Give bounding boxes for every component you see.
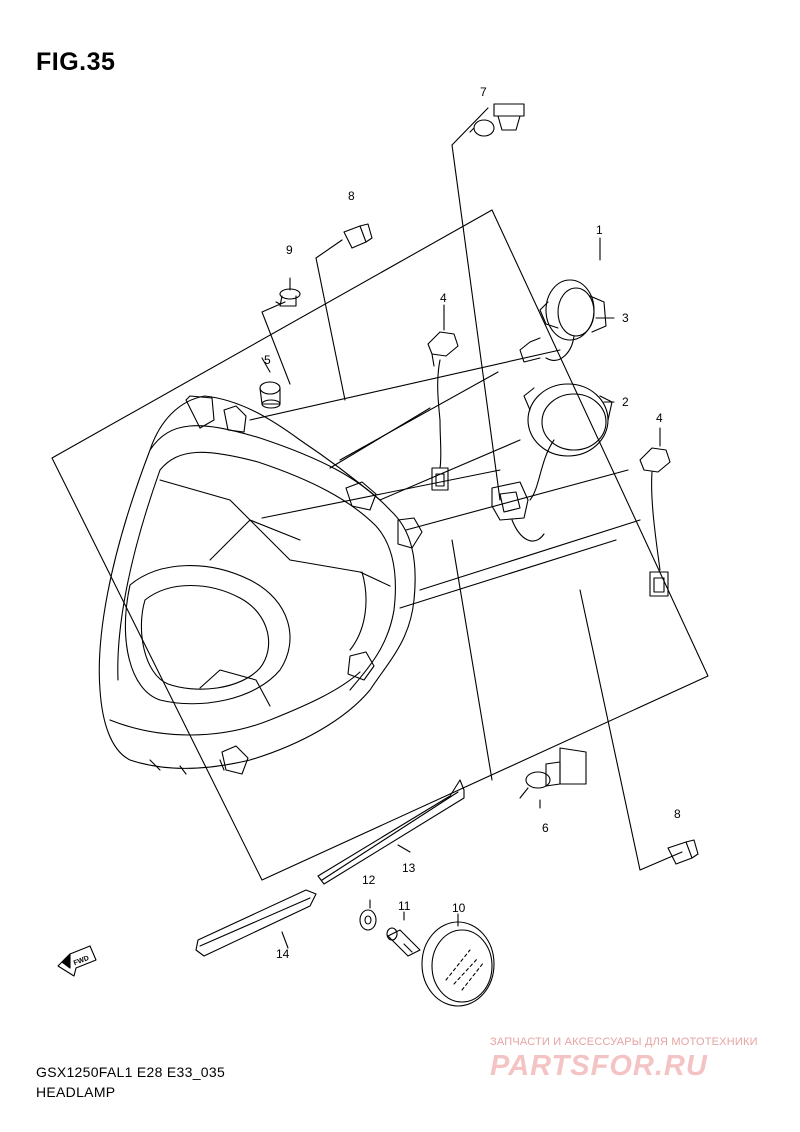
callout-12: 12 <box>362 873 376 887</box>
bulb-holder-part-2 <box>491 383 613 542</box>
callout-4-right: 4 <box>656 411 663 425</box>
socket-cover-part-3 <box>519 279 607 363</box>
callout-8-upper: 8 <box>348 189 355 203</box>
watermark-logo: PARTSFOR.RU <box>490 1050 708 1082</box>
section-name: HEADLAMP <box>36 1084 116 1100</box>
model-code: GSX1250FAL1 E28 E33_035 <box>36 1064 226 1080</box>
callout-5: 5 <box>264 353 271 367</box>
callout-11: 11 <box>398 899 411 913</box>
screw-part-9 <box>275 288 301 307</box>
stud-part-11 <box>386 927 421 957</box>
bulb-part-7 <box>469 103 525 137</box>
callout-3: 3 <box>622 311 629 325</box>
callout-2: 2 <box>622 395 629 409</box>
callout-labels: 1 2 3 4 4 5 6 7 8 8 9 10 11 12 13 14 <box>264 85 681 961</box>
washer-part-12 <box>359 909 377 931</box>
wedge-bulb-part-8-lower <box>667 839 699 865</box>
callout-4-upper: 4 <box>440 291 447 305</box>
callout-14: 14 <box>276 947 290 961</box>
leader-lines <box>249 107 683 949</box>
headlamp-housing <box>98 395 423 775</box>
callout-7: 7 <box>480 85 487 99</box>
reflector-strip-part-13 <box>317 779 465 885</box>
wedge-bulb-part-8-upper <box>343 223 373 249</box>
cap-part-10 <box>421 921 495 1007</box>
socket-wire-part-4-upper <box>427 331 459 491</box>
callout-8-lower: 8 <box>674 807 681 821</box>
forward-direction-icon <box>57 945 97 977</box>
callout-13: 13 <box>402 861 416 875</box>
callout-10: 10 <box>452 901 466 915</box>
callout-1: 1 <box>596 223 603 237</box>
watermark-tagline: ЗАПЧАСТИ И АКСЕССУАРЫ ДЛЯ МОТОТЕХНИКИ <box>490 1036 758 1048</box>
grommet-part-5 <box>259 381 281 409</box>
reflector-strip-part-14 <box>195 889 317 957</box>
callout-6: 6 <box>542 821 549 835</box>
figure-title: FIG.35 <box>36 48 116 76</box>
socket-wire-part-4-right <box>639 447 671 597</box>
bulb-part-6 <box>519 747 587 799</box>
callout-9: 9 <box>286 243 293 257</box>
assembly-frame <box>51 209 709 881</box>
